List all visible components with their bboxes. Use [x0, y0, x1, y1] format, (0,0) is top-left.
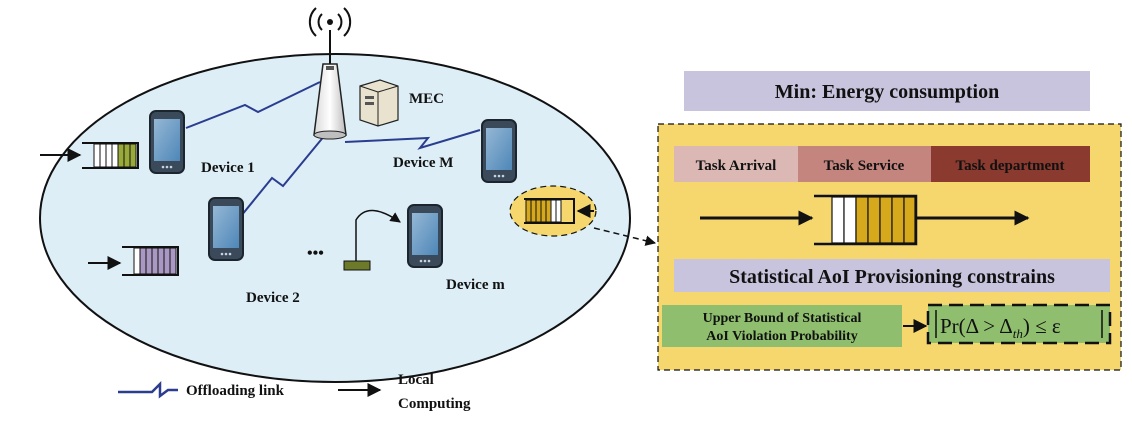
device-2-phone-icon	[208, 197, 244, 261]
legend-offloading-label: Offloading link	[186, 383, 285, 399]
device-m-label: Device m	[446, 277, 505, 293]
formula-box	[926, 303, 1112, 345]
device-m-phone-icon	[407, 204, 443, 268]
device-M-phone-icon	[481, 119, 517, 183]
task-arrival-label: Task Arrival	[696, 158, 777, 174]
objective-box	[684, 71, 1090, 111]
legend: Offloading link Local Computing	[118, 372, 471, 412]
offloading-link-device-M	[344, 129, 481, 150]
task-arrival-box	[674, 146, 798, 182]
formula-subscript: th	[1013, 326, 1023, 341]
mec-label: MEC	[409, 91, 444, 107]
upper-bound-box	[662, 305, 902, 347]
zoom-arrow	[593, 227, 657, 246]
offloading-link-device-2	[227, 134, 326, 233]
objective-title: Min: Energy consumption	[775, 81, 999, 103]
task-service-box	[798, 146, 931, 182]
formula-suffix: ) ≤ ε	[1023, 314, 1061, 338]
queue-highlight	[509, 185, 597, 237]
upper-bound-line-2: AoI Violation Probability	[706, 329, 857, 344]
constraint-title-box	[674, 259, 1110, 292]
device-M-label: Device M	[393, 155, 453, 171]
queue-device-1	[40, 142, 139, 169]
offloading-links	[185, 81, 481, 233]
legend-local-label-1: Local	[398, 372, 434, 388]
formula: Pr(Δ > Δth) ≤ ε	[940, 314, 1061, 341]
offloading-link-device-1	[185, 81, 321, 129]
task-departure-box	[931, 146, 1090, 182]
device-1-label: Device 1	[201, 160, 255, 176]
queue-flow	[700, 194, 1030, 246]
mec-server-icon	[359, 79, 399, 127]
offloading-link-legend-icon	[118, 380, 178, 399]
queue-device-2	[88, 246, 179, 276]
legend-local-label-2: Computing	[398, 396, 471, 412]
task-departure-label: Task department	[955, 158, 1064, 174]
formula-prefix: Pr(Δ > Δ	[940, 314, 1013, 338]
local-link-device-m	[355, 209, 401, 262]
ellipsis: •••	[307, 245, 324, 262]
device-2-label: Device 2	[246, 290, 300, 306]
device-1-phone-icon	[149, 110, 185, 174]
constraint-title: Statistical AoI Provisioning constrains	[729, 266, 1055, 288]
base-station	[308, 7, 352, 140]
upper-bound-line-1: Upper Bound of Statistical	[703, 311, 862, 326]
local-processor-icon	[343, 260, 371, 271]
task-service-label: Task Service	[824, 158, 905, 174]
